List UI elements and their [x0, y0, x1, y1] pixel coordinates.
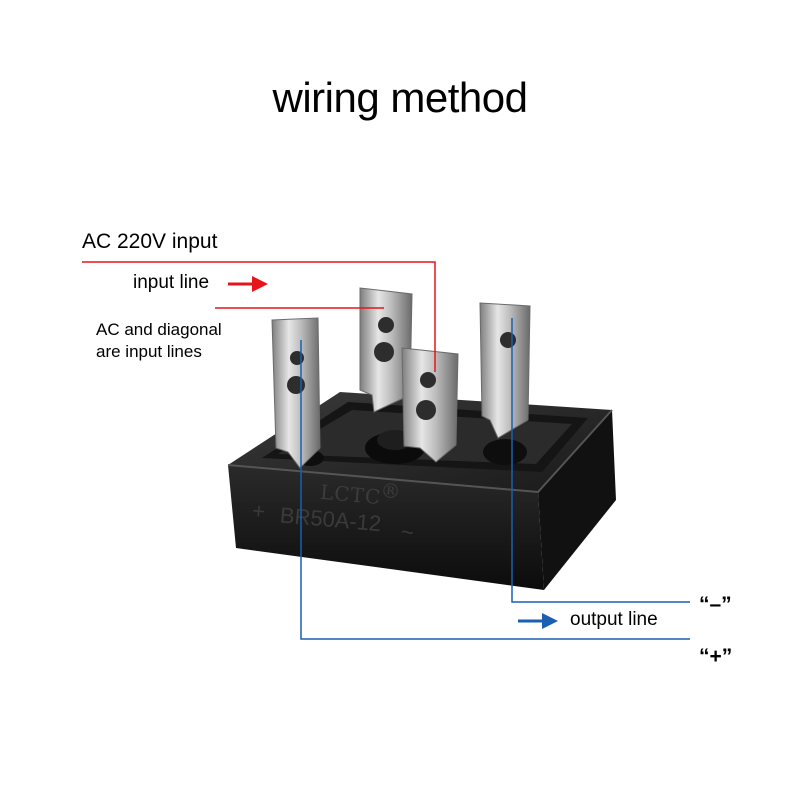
brand-text: LCTC: [319, 480, 382, 509]
terminal-front-left: [271, 317, 321, 469]
output-line-arrow: [518, 613, 558, 629]
registered-mark: ®: [380, 478, 403, 504]
plus-terminal-label: “+”: [699, 645, 733, 668]
ac-input-wire: [82, 261, 436, 372]
minus-output-wire: [511, 318, 690, 603]
diagonal-note-line2: are input lines: [96, 342, 202, 361]
input-wiring: [82, 261, 436, 372]
input-line-arrow: [228, 276, 268, 292]
page-title: wiring method: [272, 74, 528, 121]
tilde-mark: ~: [400, 519, 415, 545]
input-line-label: input line: [133, 272, 210, 293]
output-wiring: [300, 318, 690, 640]
plus-mark: +: [251, 498, 266, 524]
ac-input-label: AC 220V input: [82, 230, 218, 253]
diagonal-note-line1: AC and diagonal: [96, 320, 222, 339]
minus-terminal-label: “–”: [699, 593, 732, 616]
terminal-back-left: [359, 287, 413, 413]
output-line-label: output line: [570, 609, 658, 630]
plus-output-wire: [300, 340, 690, 640]
terminal-back-right: [479, 302, 531, 439]
terminal-front-right: [401, 347, 459, 463]
